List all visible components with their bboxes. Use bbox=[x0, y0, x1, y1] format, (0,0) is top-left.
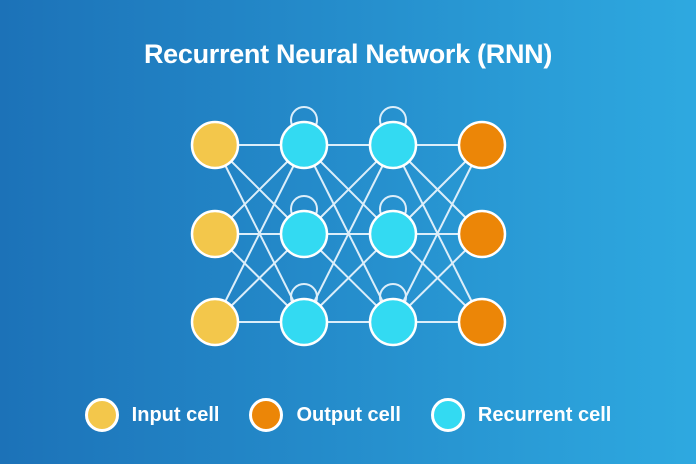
node-input-2 bbox=[190, 297, 240, 347]
legend-label-input: Input cell bbox=[131, 403, 220, 426]
output-cell-icon bbox=[249, 398, 284, 432]
diagram-title: Recurrent Neural Network (RNN) bbox=[143, 39, 553, 69]
edge bbox=[214, 144, 305, 323]
legend-item-input: Input cell bbox=[84, 398, 220, 432]
node-recurrent-2 bbox=[279, 297, 329, 347]
node-input-0 bbox=[190, 120, 240, 170]
node-recurrent-0 bbox=[368, 120, 418, 170]
node-output-2 bbox=[457, 297, 507, 347]
edge bbox=[303, 144, 394, 323]
node-output-1 bbox=[457, 209, 507, 259]
node-output-0 bbox=[457, 120, 507, 170]
recurrent-cell-icon bbox=[430, 398, 465, 432]
node-recurrent-0 bbox=[279, 120, 329, 170]
legend: Input cell Output cell Recurrent cell bbox=[0, 398, 696, 432]
node-input-1 bbox=[190, 209, 240, 259]
node-recurrent-1 bbox=[368, 209, 418, 259]
legend-label-recurrent: Recurrent cell bbox=[477, 403, 612, 426]
node-recurrent-1 bbox=[279, 209, 329, 259]
legend-item-recurrent: Recurrent cell bbox=[430, 398, 612, 432]
node-recurrent-2 bbox=[368, 297, 418, 347]
legend-item-output: Output cell bbox=[249, 398, 401, 432]
input-cell-icon bbox=[84, 398, 119, 432]
legend-label-output: Output cell bbox=[296, 403, 401, 426]
edge bbox=[392, 144, 483, 323]
